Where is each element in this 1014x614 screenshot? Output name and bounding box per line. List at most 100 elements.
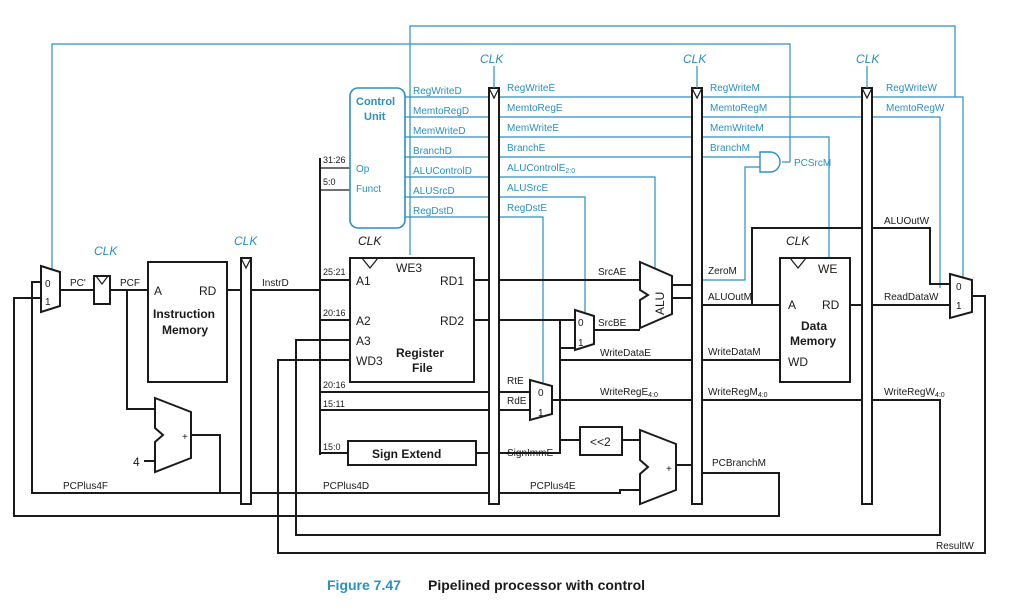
bits-a2: 20:16 bbox=[323, 308, 346, 318]
four-label: 4 bbox=[133, 455, 140, 469]
alucontrole-label: ALUControlE2:0 bbox=[507, 163, 575, 175]
clk-label-datamem: CLK bbox=[786, 234, 810, 248]
fetch-decode-register bbox=[240, 257, 252, 505]
regdst-mux bbox=[529, 378, 553, 422]
rd1-label: RD1 bbox=[440, 274, 464, 288]
regwritew-label: RegWriteW bbox=[886, 83, 937, 94]
memwritem-label: MemWriteM bbox=[710, 123, 764, 134]
regwritee-label: RegWriteE bbox=[507, 83, 555, 94]
aluoutw-label: ALUOutW bbox=[884, 216, 930, 227]
dm-rd-label: RD bbox=[822, 298, 840, 312]
execute-memory-register bbox=[691, 87, 703, 505]
signimme-label: SignImmE bbox=[507, 448, 553, 459]
result-mux bbox=[949, 272, 973, 320]
control-funct-label: Funct bbox=[356, 184, 381, 195]
pcf-label: PCF bbox=[120, 278, 140, 289]
memtorege-label: MemtoRegE bbox=[507, 103, 563, 114]
control-wires bbox=[51, 25, 964, 383]
dm-we-label: WE bbox=[818, 262, 837, 276]
bits-op: 31:26 bbox=[323, 155, 346, 165]
and-gate bbox=[759, 151, 781, 173]
pc-prime-label: PC' bbox=[70, 278, 86, 289]
aluoutm-label: ALUOutM bbox=[708, 292, 752, 303]
writeregw-label: WriteRegW4:0 bbox=[884, 387, 945, 399]
dm-a-label: A bbox=[788, 298, 796, 312]
control-unit-title1: Control bbox=[356, 96, 395, 108]
alusrcd-label: ALUSrcD bbox=[413, 186, 455, 197]
branche-label: BranchE bbox=[507, 143, 546, 154]
dm-wd-label: WD bbox=[788, 355, 808, 369]
regdste-label: RegDstE bbox=[507, 203, 547, 214]
regfile-title2: File bbox=[412, 361, 433, 375]
branchm-label: BranchM bbox=[710, 143, 750, 154]
pcplus4-adder bbox=[154, 396, 192, 474]
a2-label: A2 bbox=[356, 314, 371, 328]
alu bbox=[639, 260, 673, 330]
caption-number: Figure 7.47 bbox=[327, 577, 401, 593]
result-mux-1: 1 bbox=[956, 301, 962, 312]
pc-mux bbox=[40, 264, 61, 314]
regwritem-label: RegWriteM bbox=[710, 83, 760, 94]
im-rd-label: RD bbox=[199, 284, 217, 298]
srcb-mux-1: 1 bbox=[578, 338, 584, 349]
regfile-clock-triangle bbox=[361, 257, 379, 269]
resultw-label: ResultW bbox=[936, 541, 974, 552]
memwrited-label: MemWriteD bbox=[413, 126, 466, 137]
sign-extend-block bbox=[347, 440, 477, 466]
wd3-label: WD3 bbox=[356, 354, 383, 368]
clk-label-mw: CLK bbox=[856, 52, 880, 66]
alucontrold-label: ALUControlD bbox=[413, 166, 472, 177]
regdst-mux-1: 1 bbox=[538, 408, 544, 419]
pcsrcm-label: PCSrcM bbox=[794, 158, 831, 169]
im-title2: Memory bbox=[162, 323, 208, 337]
memtoregw-label: MemtoRegW bbox=[886, 103, 945, 114]
alusrce-label: ALUSrcE bbox=[507, 183, 548, 194]
dm-title1: Data bbox=[801, 319, 827, 333]
instrd-label: InstrD bbox=[262, 278, 289, 289]
pc-register bbox=[93, 275, 111, 305]
clk-label-regfile: CLK bbox=[358, 234, 382, 248]
control-op-label: Op bbox=[356, 164, 370, 175]
memtoregm-label: MemtoRegM bbox=[710, 103, 767, 114]
sign-extend-label: Sign Extend bbox=[372, 447, 441, 461]
pipeline-clock-triangles bbox=[240, 66, 873, 270]
pcbranchm-label: PCBranchM bbox=[712, 458, 766, 469]
control-unit bbox=[349, 87, 406, 229]
clk-label-em: CLK bbox=[683, 52, 707, 66]
clk-label-fd: CLK bbox=[234, 234, 258, 248]
pc-mux-0: 0 bbox=[45, 279, 51, 290]
register-file bbox=[349, 257, 475, 383]
writeregm-label: WriteRegM4:0 bbox=[708, 387, 768, 399]
shift-left-2-block bbox=[579, 426, 623, 456]
a3-label: A3 bbox=[356, 334, 371, 348]
regwrited-label: RegWriteD bbox=[413, 86, 462, 97]
rte-label: RtE bbox=[507, 376, 524, 387]
bits-funct: 5:0 bbox=[323, 177, 336, 187]
we3-label: WE3 bbox=[396, 261, 422, 275]
srcae-label: SrcAE bbox=[598, 267, 627, 278]
clk-label-de: CLK bbox=[480, 52, 504, 66]
caption-text: Pipelined processor with control bbox=[428, 577, 645, 593]
a1-label: A1 bbox=[356, 274, 371, 288]
branch-adder-plus: + bbox=[666, 464, 672, 475]
writerege-label: WriteRegE4:0 bbox=[600, 387, 658, 399]
memtoregd-label: MemtoRegD bbox=[413, 106, 469, 117]
branchd-label: BranchD bbox=[413, 146, 452, 157]
rde-label: RdE bbox=[507, 396, 527, 407]
data-memory bbox=[779, 257, 851, 383]
decode-execute-register bbox=[488, 87, 500, 505]
im-title1: Instruction bbox=[153, 307, 215, 321]
bits-imm: 15:0 bbox=[323, 442, 341, 452]
alu-label: ALU bbox=[653, 292, 667, 315]
branch-adder bbox=[639, 428, 677, 506]
srcbe-label: SrcBE bbox=[598, 318, 627, 329]
dm-title2: Memory bbox=[790, 334, 836, 348]
regfile-title1: Register bbox=[396, 346, 444, 360]
writedatam-label: WriteDataM bbox=[708, 347, 761, 358]
memwritee-label: MemWriteE bbox=[507, 123, 559, 134]
control-unit-title2: Unit bbox=[364, 111, 386, 123]
datamem-clock-triangle bbox=[789, 257, 807, 269]
writedatae-label: WriteDataE bbox=[600, 348, 651, 359]
regdst-mux-0: 0 bbox=[538, 388, 544, 399]
bits-rt: 20:16 bbox=[323, 380, 346, 390]
